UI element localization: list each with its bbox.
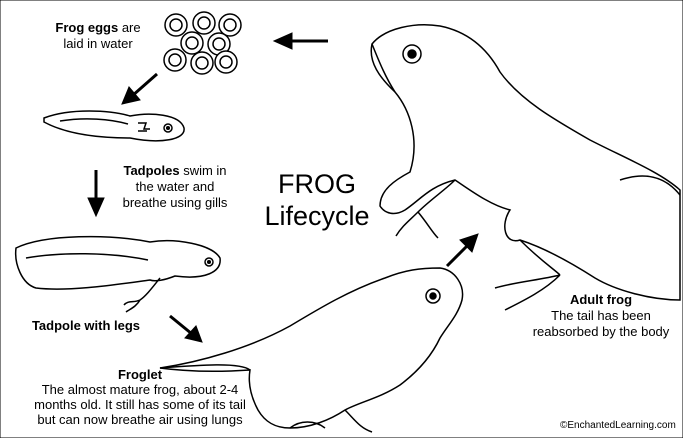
egg <box>193 12 215 34</box>
label-froglet: Froglet The almost mature frog, about 2-… <box>6 367 274 427</box>
label-tadpole-with-legs: Tadpole with legs <box>16 318 156 334</box>
label-froglet-line-1: Froglet <box>6 367 274 382</box>
egg <box>165 14 187 36</box>
label-tadpoles: Tadpoles swim in the water and breathe u… <box>100 163 250 211</box>
label-froglet-text-1: The almost mature frog, about 2-4 <box>6 382 274 397</box>
label-frog-eggs-line-1: Frog eggs are <box>38 20 158 36</box>
label-adult-frog-text-2: reabsorbed by the body <box>523 324 679 340</box>
label-tadpoles-bold: Tadpoles <box>123 163 179 178</box>
label-frog-eggs-bold: Frog eggs <box>55 20 118 35</box>
label-froglet-text-3: but can now breathe air using lungs <box>6 412 274 427</box>
label-tadpoles-text-2: the water and <box>100 179 250 195</box>
label-tadpoles-text-3: breathe using gills <box>100 195 250 211</box>
label-froglet-bold: Froglet <box>118 367 162 382</box>
label-froglet-text-2: months old. It still has some of its tai… <box>6 397 274 412</box>
label-adult-frog-text-1: The tail has been <box>523 308 679 324</box>
egg <box>219 14 241 36</box>
diagram-title: FROG Lifecycle <box>262 168 372 232</box>
label-adult-frog-line-1: Adult frog <box>523 292 679 308</box>
title-line-2: Lifecycle <box>262 200 372 232</box>
label-frog-eggs-text-1: are <box>118 20 140 35</box>
label-adult-frog-bold: Adult frog <box>570 292 632 307</box>
egg <box>191 52 213 74</box>
egg <box>164 49 186 71</box>
egg <box>181 32 203 54</box>
label-tadpoles-text-1: swim in <box>180 163 227 178</box>
label-tadpoles-line-1: Tadpoles swim in <box>100 163 250 179</box>
credit-text: ©EnchantedLearning.com <box>560 420 676 432</box>
title-line-1: FROG <box>262 168 372 200</box>
label-frog-eggs-text-2: laid in water <box>38 36 158 52</box>
egg <box>215 51 237 73</box>
label-adult-frog: Adult frog The tail has been reabsorbed … <box>523 292 679 340</box>
label-tadpole-with-legs-bold: Tadpole with legs <box>32 318 140 333</box>
label-frog-eggs: Frog eggs are laid in water <box>38 20 158 52</box>
